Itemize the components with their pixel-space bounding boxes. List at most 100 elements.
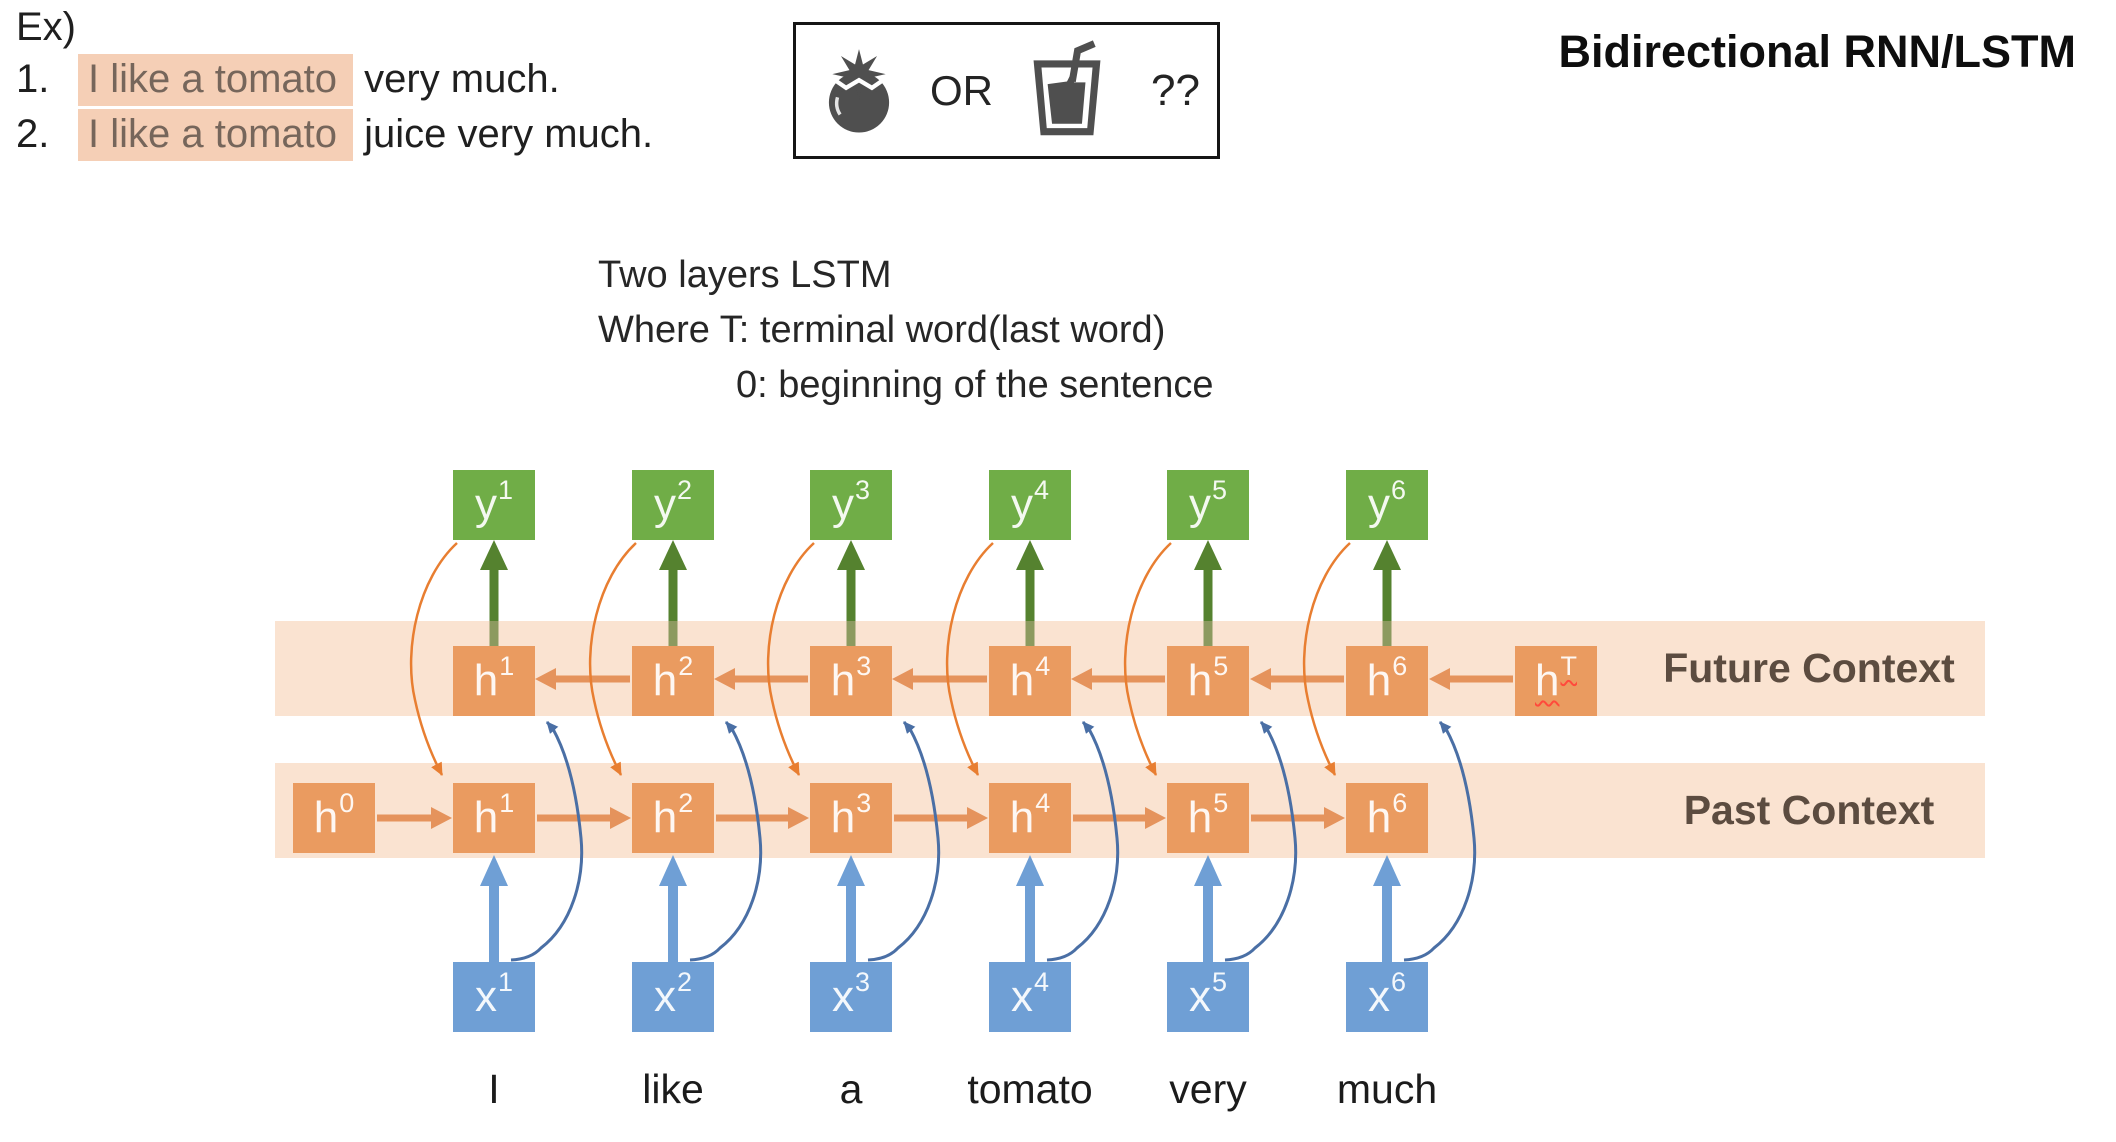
node-superscript: 4	[1035, 787, 1051, 818]
future-context-label: Future Context	[1663, 645, 1955, 691]
node-superscript: T	[1560, 650, 1577, 681]
word-label-1: I	[488, 1066, 500, 1112]
node-label: h	[1009, 793, 1035, 842]
node-superscript: 5	[1213, 787, 1229, 818]
word-label-3: a	[839, 1066, 863, 1112]
node-superscript: 4	[1033, 966, 1050, 997]
node-superscript: 1	[497, 474, 514, 505]
node-superscript: 4	[1035, 650, 1051, 681]
example-item-rest: very much.	[353, 57, 560, 101]
example-item-number: 1.	[16, 57, 50, 101]
node-superscript: 2	[676, 474, 693, 505]
node-label: h	[1187, 656, 1213, 705]
note-line-2: Where T: terminal word(last word)	[598, 309, 1166, 351]
node-superscript: 2	[678, 650, 694, 681]
node-label: y	[474, 480, 497, 529]
future-recurrence-arrows	[535, 668, 1513, 690]
node-label: h	[830, 656, 856, 705]
node-label: h	[1535, 656, 1560, 705]
tomato-icon	[828, 48, 890, 133]
node-label: h	[313, 793, 339, 842]
word-label-5: very	[1169, 1066, 1247, 1112]
green-output-arrows	[480, 540, 1401, 621]
node-superscript: 6	[1392, 787, 1408, 818]
node-superscript: 4	[1033, 474, 1050, 505]
past-recurrence-arrows	[377, 807, 1345, 829]
node-superscript: 5	[1211, 966, 1228, 997]
blue-curve-connectors	[510, 721, 1477, 962]
node-superscript: 6	[1392, 650, 1408, 681]
node-label: h	[652, 656, 678, 705]
example-item-1: 1. I like a tomato very much.	[16, 52, 653, 107]
node-label: x	[1188, 972, 1211, 1021]
node-label: h	[473, 793, 499, 842]
highlighted-phrase: I like a tomato	[78, 54, 354, 106]
node-label: y	[653, 480, 676, 529]
node-superscript: 5	[1211, 474, 1228, 505]
node-superscript: 1	[499, 787, 515, 818]
node-label: h	[1009, 656, 1035, 705]
node-label: h	[1366, 656, 1392, 705]
example-block: Ex) 1.I like a tomato very much. 2.I lik…	[16, 2, 653, 162]
word-label-6: much	[1336, 1066, 1438, 1112]
node-label: x	[1367, 972, 1390, 1021]
example-item-number: 2.	[16, 112, 50, 156]
node-label: x	[1010, 972, 1033, 1021]
choice-box: OR ??	[793, 22, 1220, 159]
node-label: h	[473, 656, 499, 705]
node-label: h	[830, 793, 856, 842]
blue-input-arrows	[480, 855, 1401, 962]
note-block: Two layers LSTM Where T: terminal word(l…	[598, 248, 1214, 413]
node-superscript: 2	[676, 966, 693, 997]
node-label: y	[1010, 480, 1033, 529]
node-label: y	[1367, 480, 1390, 529]
past-context-label: Past Context	[1683, 787, 1935, 833]
node-superscript: 3	[854, 474, 871, 505]
node-superscript: 3	[856, 650, 872, 681]
highlighted-phrase: I like a tomato	[78, 109, 354, 161]
word-label-4: tomato	[967, 1066, 1093, 1112]
juice-glass-icon	[1033, 39, 1101, 135]
node-label: x	[831, 972, 854, 1021]
node-label: h	[652, 793, 678, 842]
past-context-band	[275, 763, 1985, 858]
node-label: x	[474, 972, 497, 1021]
question-marks-label: ??	[1151, 65, 1200, 115]
or-label: OR	[930, 66, 993, 114]
node-label: y	[1188, 480, 1211, 529]
orange-curve-connectors	[409, 542, 1351, 776]
node-superscript: 6	[1390, 966, 1407, 997]
note-line-3: 0: beginning of the sentence	[736, 364, 1214, 406]
green-arrow-band-segments	[489, 621, 1392, 646]
node-superscript: 5	[1213, 650, 1229, 681]
node-label: h	[1366, 793, 1392, 842]
node-superscript: 3	[854, 966, 871, 997]
